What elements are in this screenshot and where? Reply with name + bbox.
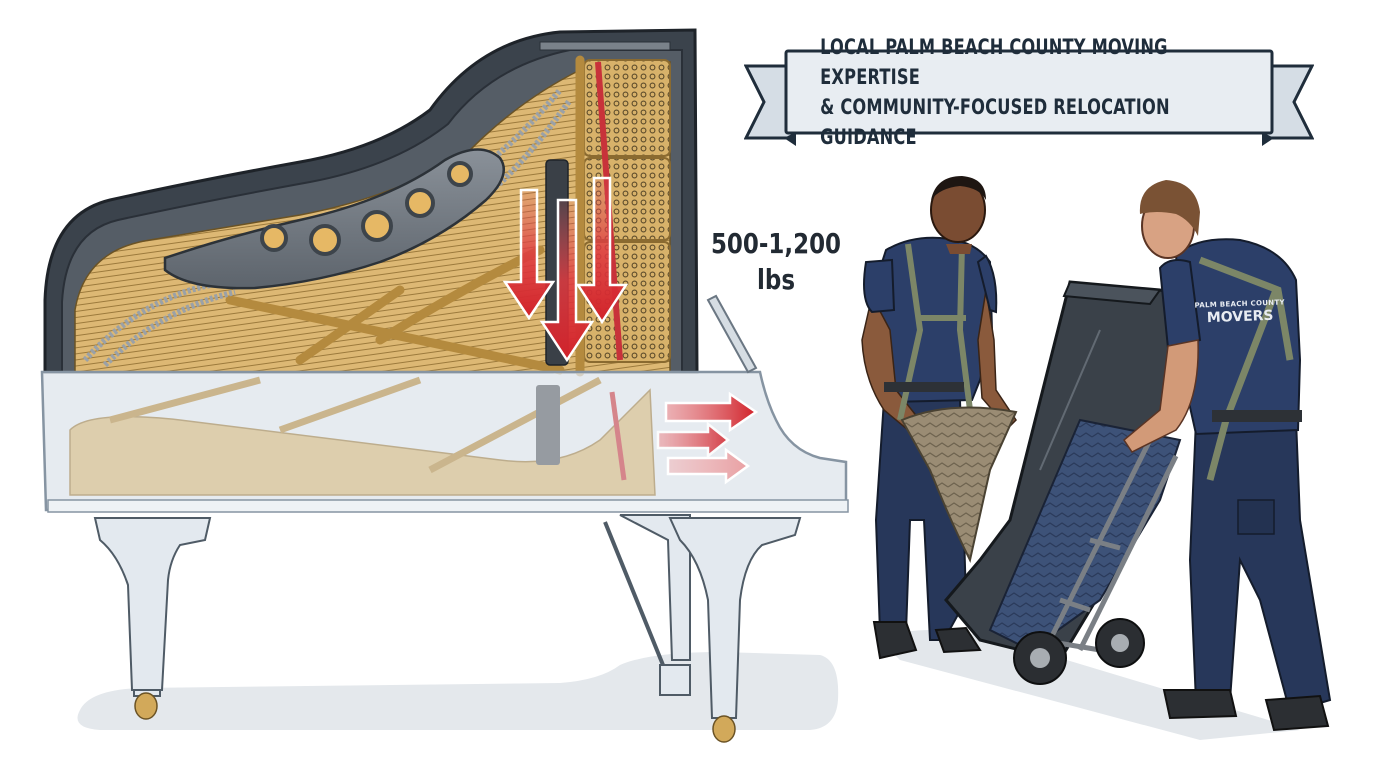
headline-banner: LOCAL PALM BEACH COUNTY MOVING EXPERTISE…	[744, 35, 1314, 149]
weight-annotation: 500-1,200 lbs	[710, 226, 841, 298]
right-force-arrows	[656, 391, 759, 485]
down-force-arrows	[502, 176, 629, 363]
weight-value: 500-1,200	[710, 227, 842, 260]
tan-moving-blanket	[900, 406, 1018, 563]
banner-line-1: LOCAL PALM BEACH COUNTY MOVING EXPERTISE	[820, 35, 1168, 89]
shirt-logo-right: PALM BEACH COUNTY MOVERS	[1190, 298, 1291, 326]
banner-text: LOCAL PALM BEACH COUNTY MOVING EXPERTISE…	[820, 35, 1240, 149]
lid-hinge	[539, 41, 671, 51]
dolly-wheels	[1013, 618, 1145, 685]
cast-iron-plate	[163, 148, 505, 290]
banner-line-2: & COMMUNITY-FOCUSED RELOCATION GUIDANCE	[820, 95, 1170, 149]
mover-right	[1123, 180, 1332, 732]
weight-unit: lbs	[757, 263, 795, 296]
piano-casters	[134, 692, 736, 743]
belt	[884, 382, 964, 392]
iron-plate-struts	[225, 55, 585, 377]
cargo-pocket	[1237, 499, 1275, 535]
piano-legs	[93, 514, 802, 719]
music-desk	[706, 294, 758, 374]
piano-floor-shadow	[77, 652, 839, 730]
plate-holes	[260, 161, 473, 256]
case-bottom-rim	[47, 499, 849, 513]
ribbon-shape	[744, 49, 1314, 146]
clear-case-internals	[69, 376, 656, 496]
upright-piano-on-dolly	[944, 280, 1202, 685]
belt-right	[1212, 410, 1302, 422]
